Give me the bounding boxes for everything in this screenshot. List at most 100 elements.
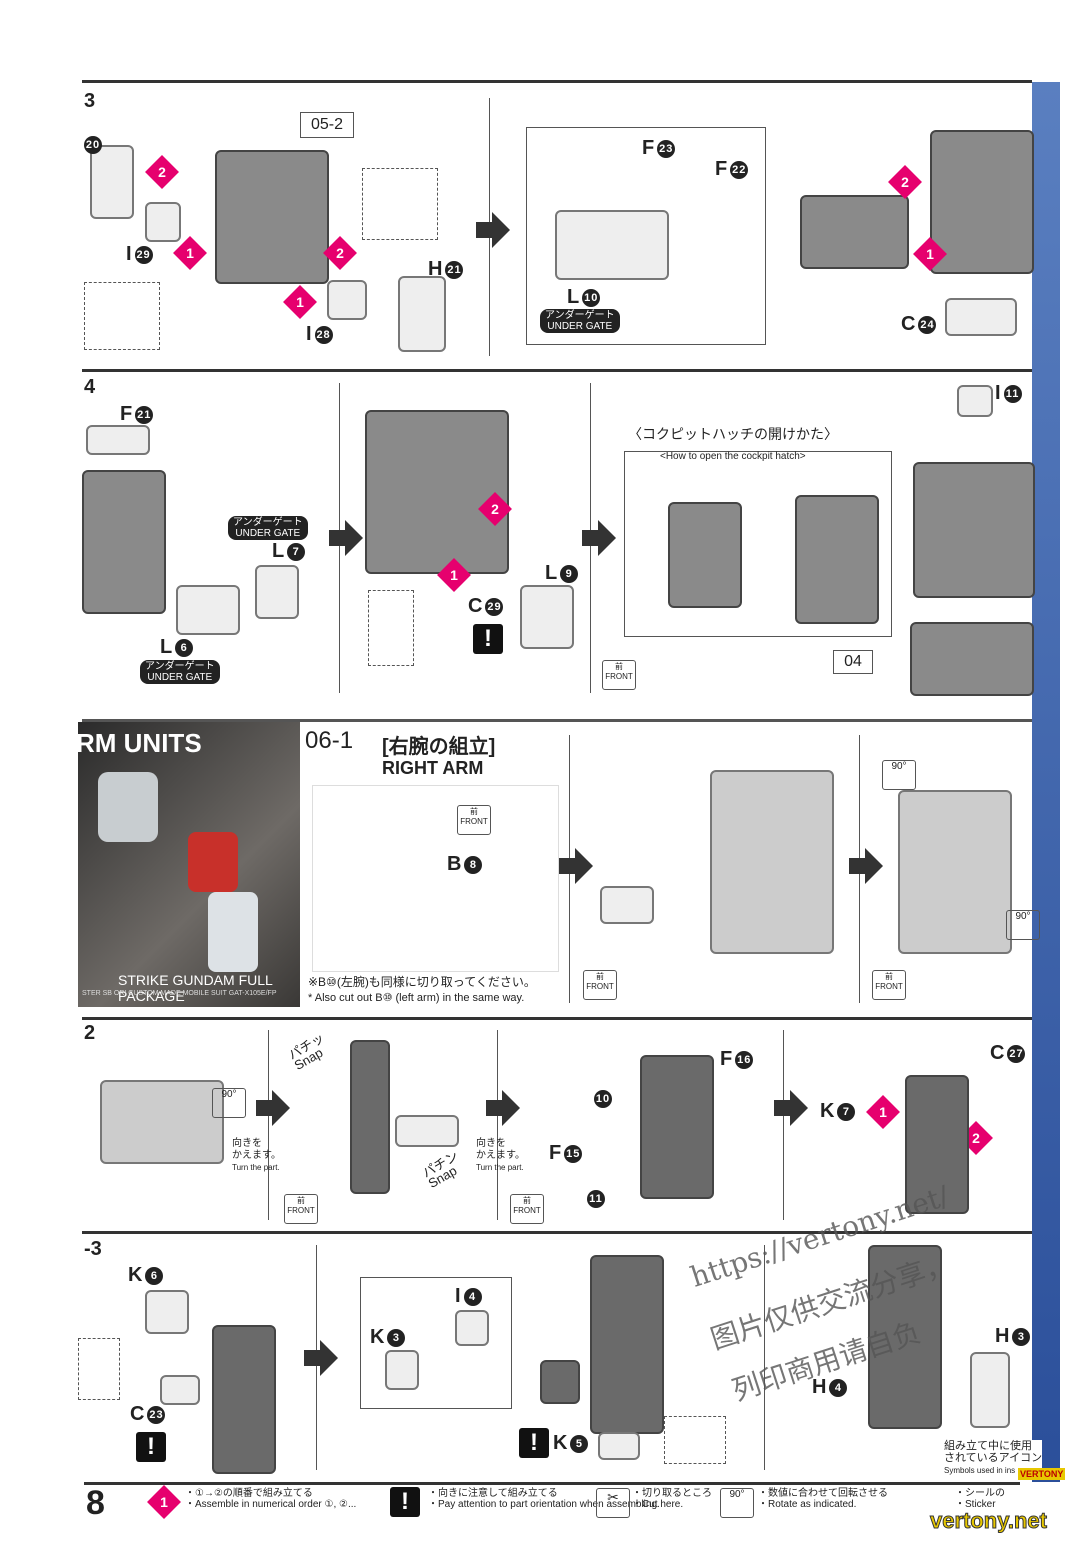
part-number-badge: 20 [84,136,102,154]
order-marker-number: 1 [160,1494,168,1510]
order-marker-number: 2 [158,164,166,180]
part-piece [520,585,574,649]
legend-cut: ・切り取るところ・Cut here. [632,1488,712,1510]
part-piece [540,1360,580,1404]
detail-inset [84,282,160,350]
site-logo: vertony.net [930,1508,1048,1534]
next-step-arrow [849,848,883,884]
part-piece [598,1432,640,1460]
part-piece [957,385,993,417]
part-piece [176,585,240,635]
detail-inset [368,590,414,666]
turn-note: 向きをかえます。Turn the part. [232,1138,281,1172]
step-number: -3 [84,1238,102,1260]
part-piece [160,1375,200,1405]
step-title-jp: [右腕の組立] [382,736,496,758]
part-piece [145,1290,189,1334]
legend-sticker: ・シールの・Sticker [955,1488,1005,1510]
part-piece [145,202,181,242]
section-divider [82,1017,1032,1020]
section-divider [82,369,1032,372]
nipper-icon: ✂ [596,1488,630,1518]
order-marker-number: 2 [491,501,499,517]
part-piece [970,1352,1010,1428]
part-piece [398,276,446,352]
rotate-90-icon: 90° [212,1088,246,1118]
step-number: 4 [84,376,96,398]
legend-rotate: ・数値に合わせて回転させる・Rotate as indicated. [758,1488,888,1510]
hand-part [395,1115,459,1147]
section-divider [82,1231,1032,1234]
order-marker-1: 1 [913,237,947,271]
next-step-arrow [476,212,510,248]
column-divider [268,1030,269,1220]
part-piece [668,502,742,608]
part-piece [86,425,150,455]
section-title: RM UNITS [78,728,202,758]
cockpit-title-jp: 〈コクピットハッチの開けかた〉 [628,426,838,442]
rotate-90-icon: 90° [882,760,916,790]
torso-part [913,462,1035,598]
part-piece [795,495,879,624]
detail-inset [78,1338,120,1400]
runner-diagram [312,785,559,972]
orientation-warning-icon: ! [473,624,503,654]
kit-subtitle: STER SB ORI CUSTOM MADE MOBILE SUIT GAT-… [82,990,277,997]
rotate-90-icon: 90° [1006,910,1040,940]
arm-frame [100,1080,224,1164]
rotate-90-icon: 90° [720,1488,754,1518]
order-marker-number: 1 [879,1104,887,1120]
next-step-arrow [304,1340,338,1376]
part-piece [90,145,134,219]
torso-part [930,130,1034,274]
section-divider [82,80,1032,83]
order-marker-1: 1 [283,285,317,319]
order-marker-1: 1 [147,1485,181,1519]
next-step-arrow [582,520,616,556]
next-step-arrow [559,848,593,884]
detail-inset [664,1416,726,1464]
part-reference-box: 04 [833,650,873,674]
turn-note: 向きをかえます。Turn the part. [476,1138,525,1172]
part-piece [555,210,669,280]
part-label: 10 [592,1090,612,1108]
part-piece [945,298,1017,336]
cockpit-title-en: <How to open the cockpit hatch> [660,451,806,462]
part-reference-box: 05-2 [300,112,354,138]
order-marker-number: 1 [926,246,934,262]
footer-legend [84,1482,1020,1529]
column-divider [764,1245,765,1470]
part-piece [385,1350,419,1390]
section-divider [82,719,1032,722]
arm-part [905,1075,969,1214]
order-marker-1: 1 [866,1095,900,1129]
part-piece [327,280,367,320]
arm-part [640,1055,714,1199]
next-step-arrow [486,1090,520,1126]
order-marker-2: 2 [323,236,357,270]
brand-logo: VERTONY [1018,1468,1066,1480]
order-marker-2: 2 [478,492,512,526]
step-number: 2 [84,1022,96,1044]
